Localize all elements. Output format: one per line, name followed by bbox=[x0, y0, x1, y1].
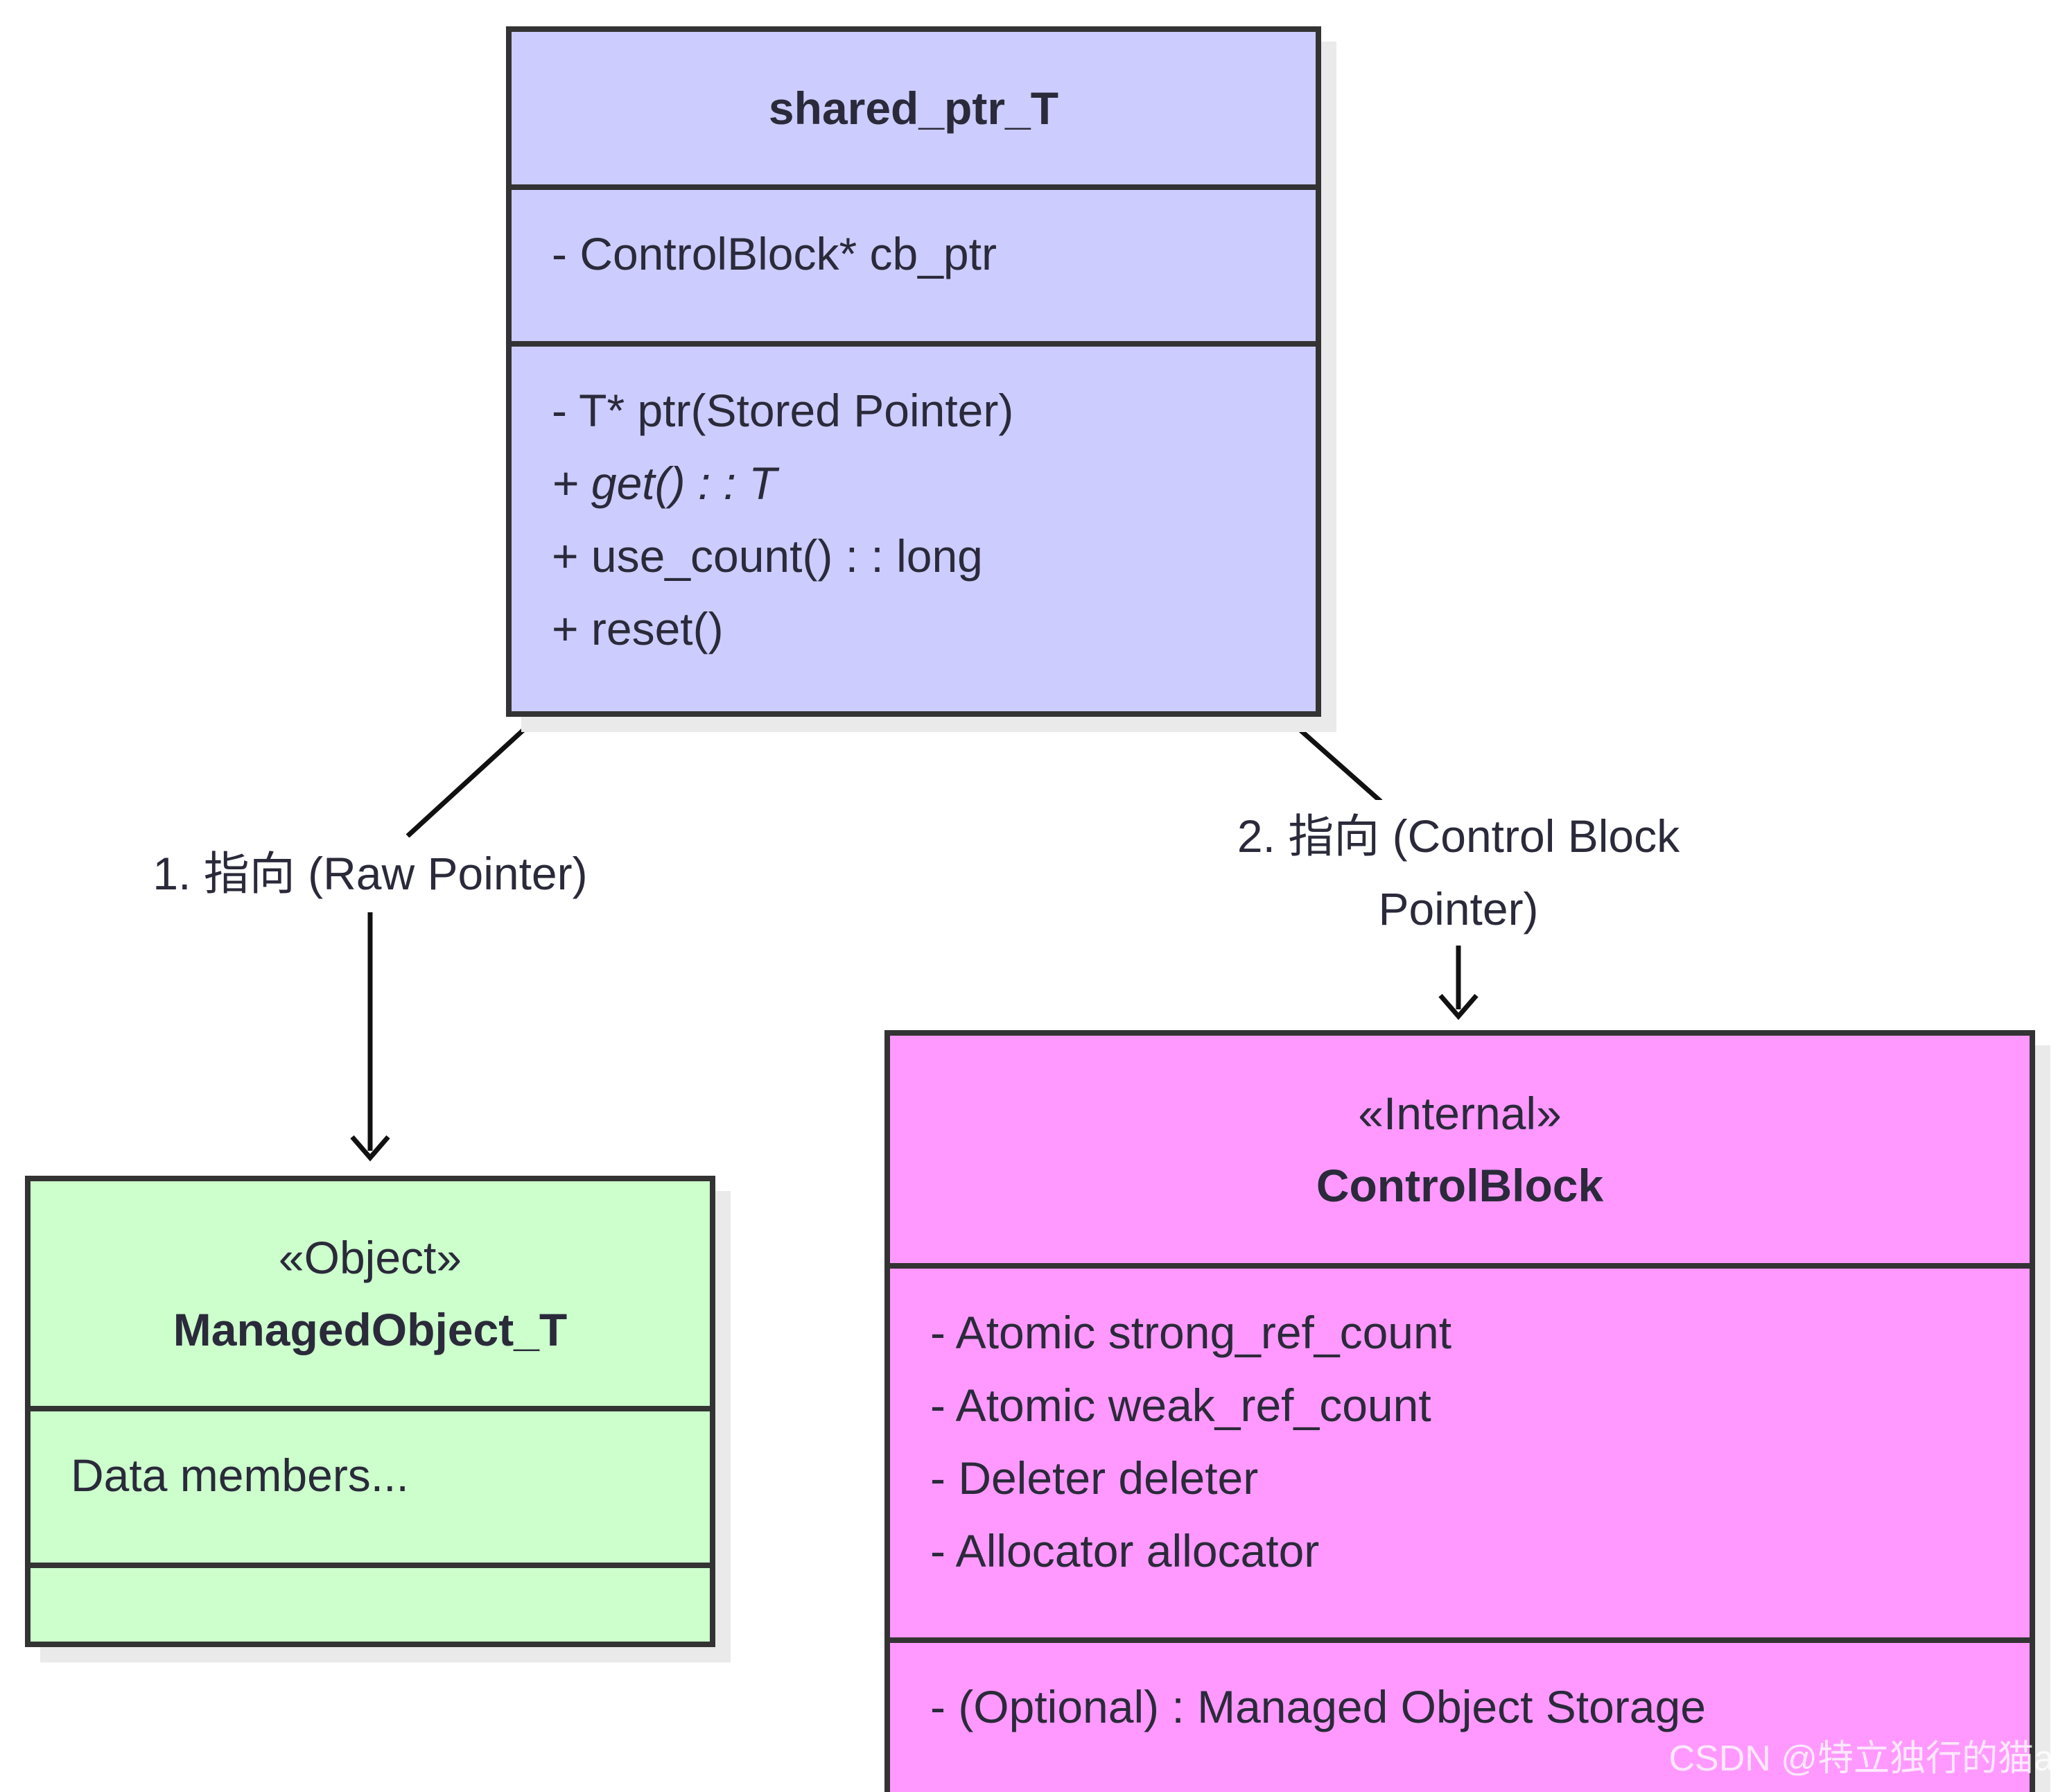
class-shared-ptr[interactable]: shared_ptr_T - ControlBlock* cb_ptr - T*… bbox=[506, 26, 1321, 717]
operation: + use_count() : : long bbox=[552, 530, 983, 582]
attribute: - Allocator allocator bbox=[930, 1525, 1320, 1576]
attribute: - Deleter deleter bbox=[930, 1452, 1259, 1504]
class-name: ManagedObject_T bbox=[173, 1304, 568, 1355]
edge-2-label-line-1: 2. 指向 (Control Block bbox=[1237, 810, 1680, 862]
edge-1-label: 1. 指向 (Raw Pointer) bbox=[104, 837, 636, 910]
class-header: «Object» ManagedObject_T bbox=[30, 1181, 710, 1411]
operation: - (Optional) : Managed Object Storage bbox=[930, 1681, 1706, 1732]
class-control-block[interactable]: «Internal» ControlBlock - Atomic strong_… bbox=[884, 1030, 2035, 1792]
attribute: - ControlBlock* cb_ptr bbox=[552, 228, 997, 279]
operation-abstract: + get() : : T bbox=[552, 458, 777, 509]
class-name: shared_ptr_T bbox=[768, 82, 1059, 134]
attribute: Data members... bbox=[71, 1450, 409, 1501]
class-managed-object[interactable]: «Object» ManagedObject_T Data members... bbox=[25, 1176, 715, 1647]
edge-2-label: 2. 指向 (Control Block Pointer) bbox=[1176, 800, 1741, 946]
class-name: ControlBlock bbox=[1316, 1160, 1604, 1211]
edge-1-arrowhead bbox=[350, 1135, 390, 1162]
watermark: CSDN @特立独行的猫a bbox=[1668, 1739, 2055, 1779]
operations-section: - T* ptr(Stored Pointer) + get() : : T +… bbox=[512, 347, 1316, 666]
attributes-section: - ControlBlock* cb_ptr bbox=[512, 190, 1316, 347]
attributes-section: - Atomic strong_ref_count - Atomic weak_… bbox=[890, 1269, 2030, 1643]
edge-1-label-text: 1. 指向 (Raw Pointer) bbox=[152, 848, 588, 899]
operation: - T* ptr(Stored Pointer) bbox=[552, 385, 1014, 436]
stereotype-label: «Internal» bbox=[1358, 1088, 1562, 1139]
class-header: shared_ptr_T bbox=[512, 32, 1316, 190]
class-header: «Internal» ControlBlock bbox=[890, 1036, 2030, 1269]
operations-section: - (Optional) : Managed Object Storage bbox=[890, 1643, 2030, 1743]
edge-2-label-line-2: Pointer) bbox=[1378, 883, 1539, 934]
attributes-section: Data members... bbox=[30, 1411, 710, 1568]
edge-2-arrowhead bbox=[1438, 993, 1479, 1020]
attribute: - Atomic weak_ref_count bbox=[930, 1380, 1431, 1431]
attribute: - Atomic strong_ref_count bbox=[930, 1307, 1452, 1358]
stereotype-label: «Object» bbox=[278, 1232, 462, 1283]
edge-2-upper-line bbox=[1282, 713, 1383, 803]
operation: + reset() bbox=[552, 603, 724, 654]
edge-1-upper-line bbox=[406, 713, 541, 838]
